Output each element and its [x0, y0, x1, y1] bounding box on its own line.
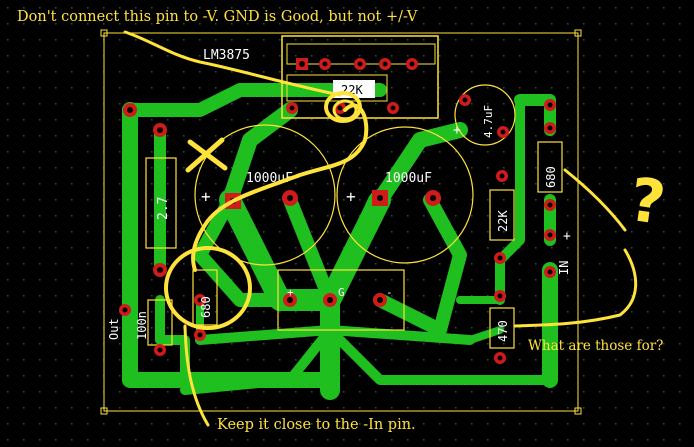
board-corner-marker [574, 29, 582, 37]
silk-minus-bridge: - [386, 286, 393, 299]
silk-cap-small: 4.7uF [482, 105, 495, 138]
silk-r-680-left: 680 [199, 296, 213, 318]
silk-out-label: Out [107, 318, 121, 340]
resistor-22k-outline [489, 189, 515, 241]
copper-traces [122, 83, 558, 400]
bridge-outline [277, 269, 405, 331]
silk-c-100n: 100n [135, 311, 149, 340]
board-corner-marker [100, 29, 108, 37]
silk-plus-bridge: + [287, 286, 294, 299]
board-corner-marker [100, 407, 108, 415]
arrow-to-680 [563, 168, 627, 232]
hand-drawn-annotations [123, 30, 638, 427]
circle-ic-pin-inner [332, 99, 358, 121]
resistor-2-7-outline [145, 157, 177, 249]
cap-1000uf-left-outline [194, 124, 336, 266]
cap-4-7uf-outline [454, 84, 516, 146]
cap-1000uf-right-outline [336, 126, 474, 264]
silk-r-22k-right: 22K [496, 210, 510, 232]
circle-680-resistor [164, 246, 252, 330]
arrow-to-ic-pin [123, 30, 342, 97]
right-annotation: What are those for? [528, 338, 664, 354]
silk-in-label: IN [557, 261, 571, 275]
pads [119, 58, 556, 364]
board-corner-marker [574, 407, 582, 415]
board-outline [103, 32, 579, 412]
silk-g-label: G [338, 286, 345, 299]
silk-plus-cap-left: + [201, 187, 211, 206]
silk-r-680-right: 680 [544, 166, 558, 188]
silk-r-470: 470 [496, 320, 510, 342]
resistor-470-outline [489, 307, 515, 349]
top-annotation: Don't connect this pin to -V. GND is Goo… [17, 9, 418, 25]
squiggle-line [191, 103, 369, 272]
silk-ic-label: LM3875 [203, 48, 250, 63]
arrow-to-470 [513, 248, 638, 328]
cross-mark [185, 137, 228, 173]
lm3875-ic [281, 35, 439, 119]
silk-plus-cap-right: + [346, 187, 356, 206]
silk-cap-right: 1000uF [385, 171, 432, 186]
resistor-680-right-outline [537, 141, 563, 193]
silk-plus-in: + [563, 229, 571, 244]
silk-plus-cap-small: + [453, 123, 461, 138]
arrow-to-bottom-note [183, 324, 210, 427]
silk-r-2-7: 2.7 [156, 197, 171, 220]
resistor-680-left-outline [192, 269, 218, 326]
bottom-annotation: Keep it close to the -In pin. [217, 417, 416, 433]
